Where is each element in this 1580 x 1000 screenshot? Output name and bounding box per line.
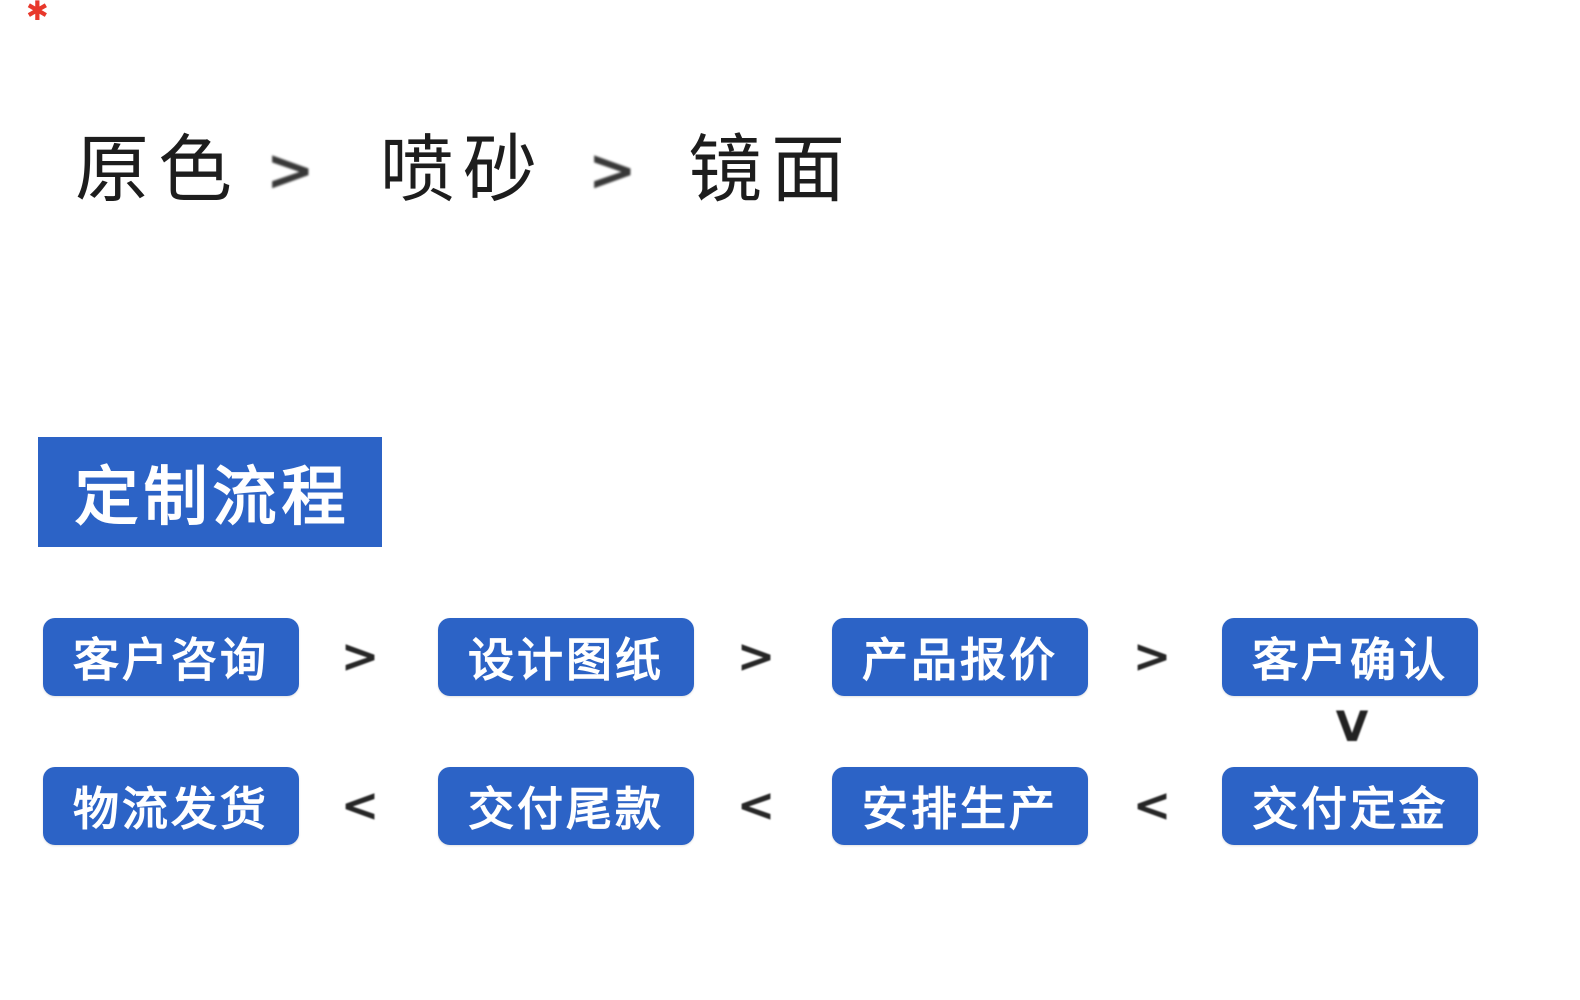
finish-option-raw-color: 原色 xyxy=(75,127,241,213)
left-arrow-icon: < xyxy=(1132,778,1172,832)
finish-option-mirror: 镜面 xyxy=(688,127,854,213)
section-title: 定制流程 xyxy=(74,461,351,535)
step-pay-deposit: 交付定金 xyxy=(1222,767,1478,845)
step-customer-confirm: 客户确认 xyxy=(1222,618,1478,696)
section-title-banner: 定制流程 xyxy=(38,437,382,547)
step-design-drawing: 设计图纸 xyxy=(438,618,694,696)
step-logistics-shipping: 物流发货 xyxy=(43,767,299,845)
step-customer-inquiry: 客户咨询 xyxy=(43,618,299,696)
step-arrange-production: 安排生产 xyxy=(832,767,1088,845)
step-pay-balance: 交付尾款 xyxy=(438,767,694,845)
red-asterisk-mark: ✱ xyxy=(26,0,49,27)
right-arrow-icon: > xyxy=(1132,629,1172,683)
right-arrow-icon: > xyxy=(340,629,380,683)
greater-than-separator-icon: > xyxy=(588,136,637,204)
down-arrow-icon: V xyxy=(1335,702,1369,751)
right-arrow-icon: > xyxy=(736,629,776,683)
left-arrow-icon: < xyxy=(340,778,380,832)
left-arrow-icon: < xyxy=(736,778,776,832)
step-product-quote: 产品报价 xyxy=(832,618,1088,696)
finish-option-sandblasted: 喷砂 xyxy=(380,127,546,213)
greater-than-separator-icon: > xyxy=(266,136,315,204)
